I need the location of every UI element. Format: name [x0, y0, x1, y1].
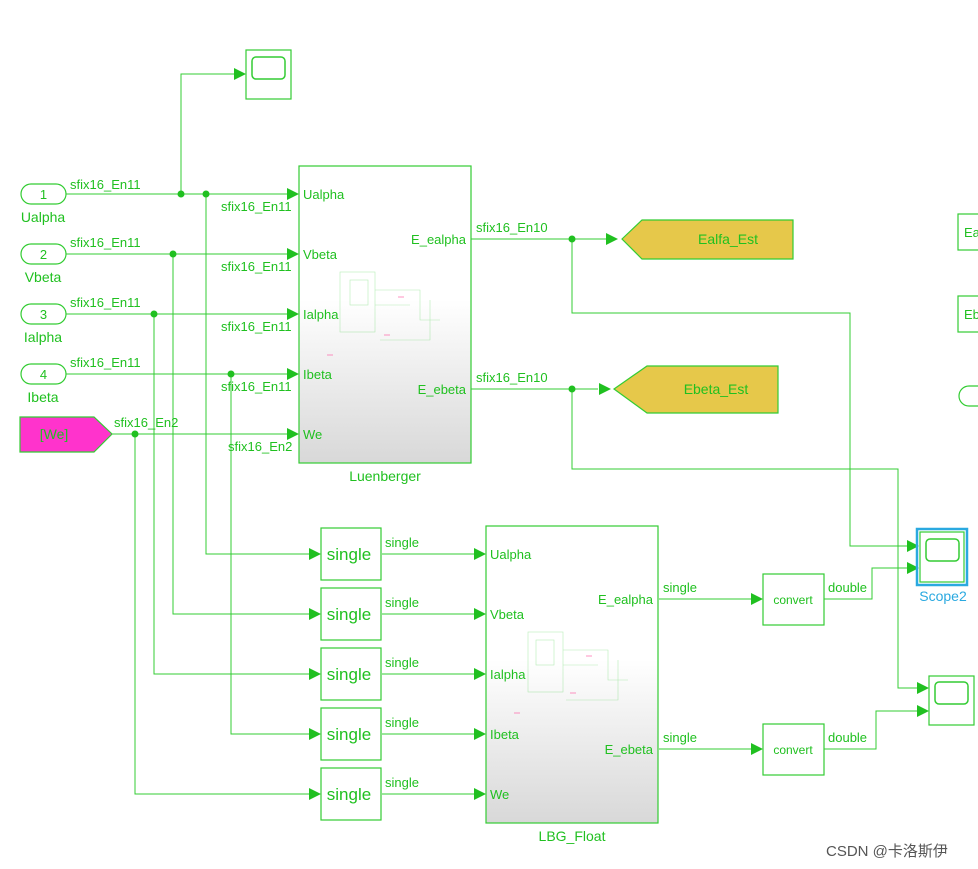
conversion-label: single [327, 545, 371, 564]
signal-lines [66, 73, 924, 795]
luenberger-subsystem[interactable]: Ualpha Vbeta Ialpha Ibeta We E_ealpha E_… [298, 165, 472, 484]
convert-block-2[interactable]: convert [762, 723, 825, 776]
right-edge-inport[interactable] [958, 385, 978, 407]
luen-port-ualpha: Ualpha [303, 187, 345, 202]
inport-1-number: 1 [40, 187, 47, 202]
single-conversion-block[interactable]: single [320, 527, 382, 581]
conversion-label: single [327, 665, 371, 684]
convert-label: convert [773, 593, 813, 607]
lbg-float-caption: LBG_Float [539, 828, 606, 844]
luen-port-we: We [303, 427, 322, 442]
conversion-label: single [327, 605, 371, 624]
inport-2[interactable]: 2 Vbeta [20, 243, 67, 285]
branch-points [131, 190, 576, 438]
luen-port-ialpha: Ialpha [303, 307, 339, 322]
signal-label: sfix16_En11 [70, 355, 141, 370]
signal-label: sfix16_En11 [221, 379, 292, 394]
inport-1[interactable]: 1 Ualpha [20, 183, 67, 225]
lbg-port-e-ebeta: E_ebeta [605, 742, 654, 757]
convert-block-1[interactable]: convert [762, 573, 825, 626]
signal-label: sfix16_En11 [70, 295, 141, 310]
luenberger-caption: Luenberger [349, 468, 421, 484]
signal-label: sfix16_En11 [221, 199, 292, 214]
signal-label: single [663, 730, 697, 745]
from-we-block[interactable]: [We] [19, 416, 113, 453]
right-edge-block-eb[interactable]: Eb [957, 295, 978, 333]
inport-4[interactable]: 4 Ibeta [20, 363, 67, 405]
inport-4-number: 4 [40, 367, 47, 382]
scope-icon [934, 681, 969, 705]
scope2-caption: Scope2 [919, 588, 967, 604]
signal-label: sfix16_En2 [228, 439, 292, 454]
signal-label: sfix16_En10 [476, 370, 548, 385]
signal-label: single [663, 580, 697, 595]
signal-label: single [385, 595, 419, 610]
signal-label: single [385, 535, 419, 550]
goto-ebeta-label: Ebeta_Est [684, 381, 749, 397]
lbg-port-we: We [490, 787, 509, 802]
signal-label: double [828, 730, 867, 745]
lbg-port-ialpha: Ialpha [490, 667, 526, 682]
convert-label: convert [773, 743, 813, 757]
inport-3[interactable]: 3 Ialpha [20, 303, 67, 345]
goto-ealfa-est[interactable]: Ealfa_Est [621, 219, 794, 260]
lbg-port-vbeta: Vbeta [490, 607, 525, 622]
luen-port-e-ealpha: E_ealpha [411, 232, 467, 247]
signal-label: sfix16_En11 [70, 235, 141, 250]
scope-icon [251, 56, 286, 80]
luen-port-e-ebeta: E_ebeta [418, 382, 467, 397]
luen-port-ibeta: Ibeta [303, 367, 333, 382]
inport-2-name: Vbeta [25, 269, 62, 285]
inport-3-name: Ialpha [24, 329, 62, 345]
lbg-port-e-ealpha: E_ealpha [598, 592, 654, 607]
arrowheads [234, 68, 929, 800]
lbg-float-subsystem[interactable]: Ualpha Vbeta Ialpha Ibeta We E_ealpha E_… [485, 525, 659, 844]
lbg-port-ualpha: Ualpha [490, 547, 532, 562]
signal-label: sfix16_En2 [114, 415, 178, 430]
signal-label: sfix16_En10 [476, 220, 548, 235]
signal-label: single [385, 655, 419, 670]
signal-label: single [385, 775, 419, 790]
subsystem-preview-icon [514, 631, 628, 714]
right-edge-blocks: Ea Eb [957, 213, 978, 407]
watermark: CSDN @卡洛斯伊 [826, 843, 948, 860]
signal-label: double [828, 580, 867, 595]
signal-label: sfix16_En11 [70, 177, 141, 192]
scope-icon [925, 538, 960, 562]
inport-3-number: 3 [40, 307, 47, 322]
scope2[interactable]: Scope2 [915, 527, 969, 604]
signal-label: sfix16_En11 [221, 259, 292, 274]
inport-2-number: 2 [40, 247, 47, 262]
input-signal-labels: sfix16_En11 sfix16_En11 sfix16_En11 sfix… [70, 177, 292, 454]
right-edge-block-ea[interactable]: Ea [957, 213, 978, 251]
scope-bottom-right[interactable] [928, 675, 975, 726]
goto-ebeta-est[interactable]: Ebeta_Est [612, 365, 779, 414]
right-edge-label: Eb [964, 307, 978, 322]
single-conversion-block[interactable]: single [320, 707, 382, 761]
goto-ealfa-label: Ealfa_Est [698, 231, 758, 247]
conversion-label: single [327, 725, 371, 744]
scope-top[interactable] [245, 49, 292, 100]
right-edge-label: Ea [964, 225, 978, 240]
single-conversion-block[interactable]: single [320, 647, 382, 701]
single-conversion-block[interactable]: single [320, 587, 382, 641]
signal-label: single [385, 715, 419, 730]
from-we-label: [We] [40, 426, 69, 442]
signal-label: sfix16_En11 [221, 319, 292, 334]
conversion-blocks: single single single single single [320, 527, 382, 821]
single-conversion-block[interactable]: single [320, 767, 382, 821]
subsystem-preview-icon [327, 271, 440, 356]
inport-4-name: Ibeta [27, 389, 58, 405]
luen-port-vbeta: Vbeta [303, 247, 338, 262]
conversion-label: single [327, 785, 371, 804]
single-signal-labels: single single single single single [385, 535, 419, 790]
inport-1-name: Ualpha [21, 209, 66, 225]
lbg-port-ibeta: Ibeta [490, 727, 520, 742]
